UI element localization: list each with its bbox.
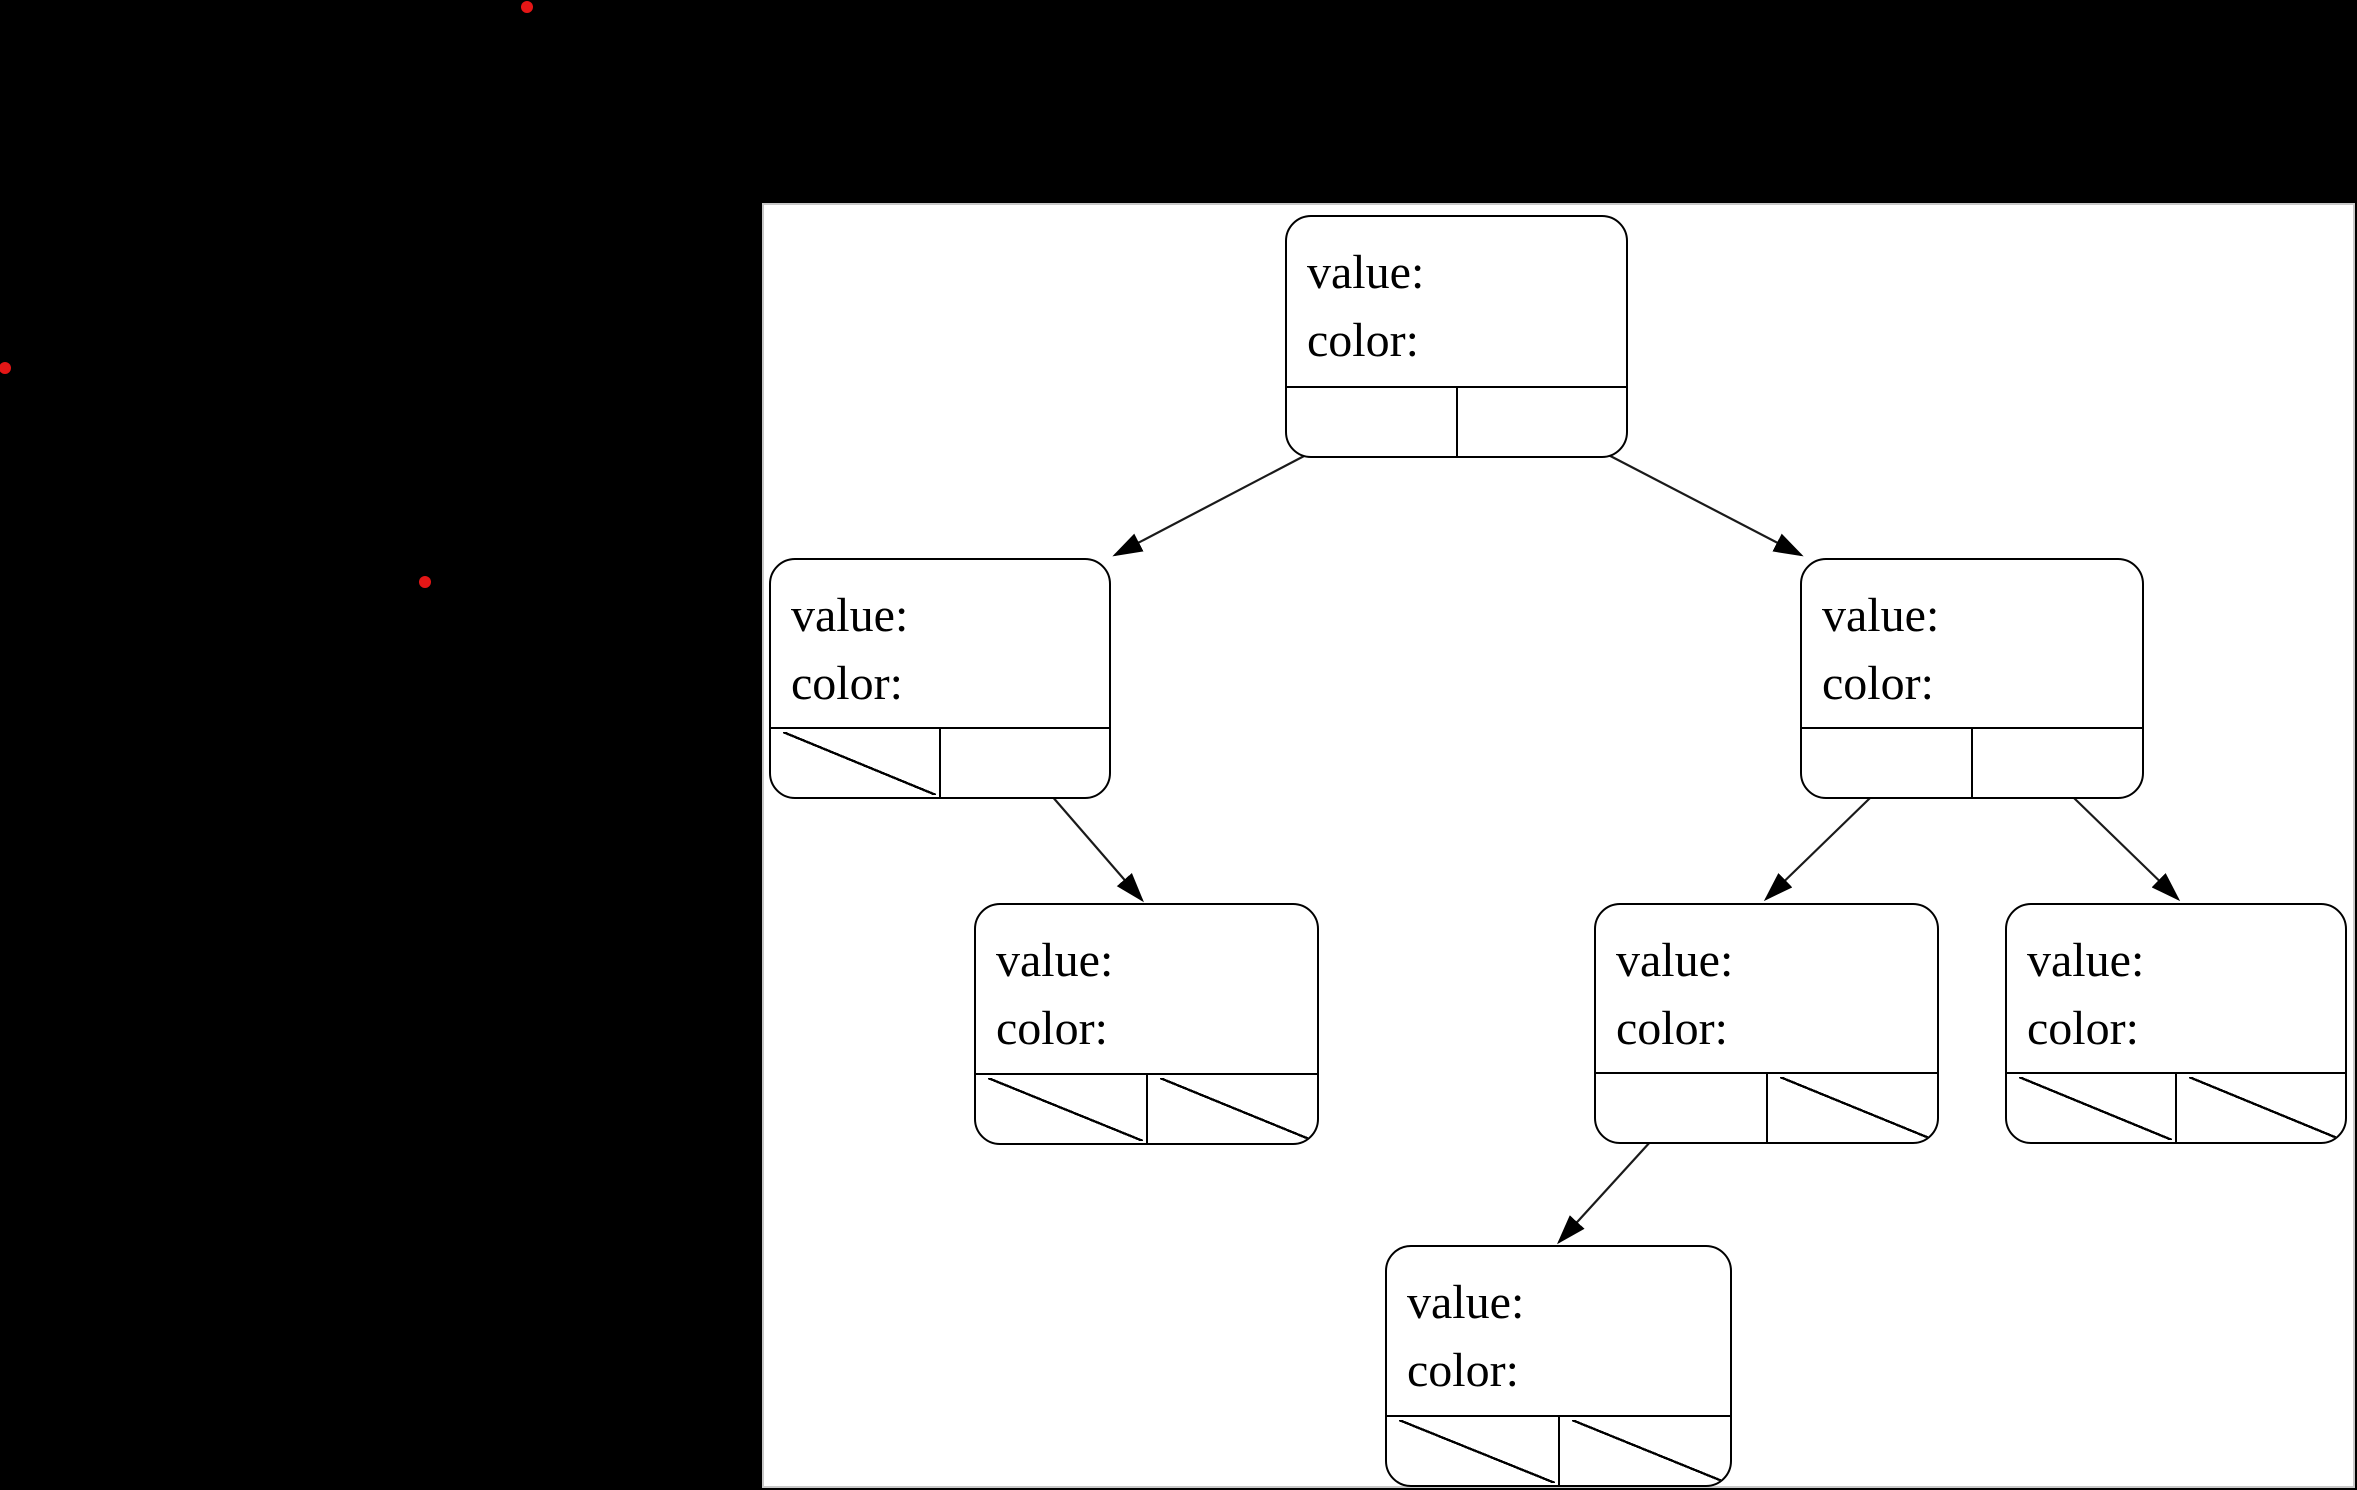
null-slash-icon [1779, 1077, 1934, 1140]
red-annotation-dot [419, 576, 431, 588]
node-fields: value: color: [1307, 239, 1618, 375]
left-pointer-cell [2007, 1074, 2177, 1142]
node-field-label: value: [996, 934, 1114, 987]
red-annotation-dot [521, 1, 533, 13]
left-pointer-cell [1387, 1417, 1560, 1485]
node-field-label: color: [1822, 657, 1934, 710]
null-slash-icon [1399, 1420, 1555, 1483]
node-fields: value: color: [1822, 582, 2134, 718]
node-field-label: color: [996, 1002, 1108, 1055]
diagram-canvas: value:color:value:color:value:color:valu… [762, 203, 2355, 1488]
node-field-label: color: [2027, 1002, 2139, 1055]
node-field-label: color: [1307, 314, 1419, 367]
null-slash-icon [2189, 1077, 2342, 1140]
node-field-label: color: [791, 657, 903, 710]
pointer-cells [1802, 727, 2142, 797]
pointer-cells [1596, 1072, 1937, 1142]
node-fields: value: color: [1407, 1269, 1722, 1405]
node-field-label: value: [1407, 1276, 1525, 1329]
null-slash-icon [988, 1078, 1143, 1141]
pointer-cells [2007, 1072, 2345, 1142]
right-pointer-cell [1973, 729, 2142, 797]
tree-node-right: value: color: [1800, 558, 2144, 799]
null-slash-icon [1571, 1420, 1727, 1483]
node-field-label: value: [1616, 934, 1734, 987]
tree-node-right-right: value: color: [2005, 903, 2347, 1144]
tree-node-right-left-left: value: color: [1385, 1245, 1732, 1487]
right-pointer-cell [1560, 1417, 1731, 1485]
right-pointer-cell [1148, 1075, 1318, 1143]
null-slash-icon [1159, 1078, 1314, 1141]
node-field-label: value: [1822, 589, 1940, 642]
right-pointer-cell [2177, 1074, 2345, 1142]
node-field-label: value: [2027, 934, 2145, 987]
left-pointer-cell [1802, 729, 1973, 797]
node-fields: value: color: [996, 927, 1309, 1063]
tree-node-left-right: value: color: [974, 903, 1319, 1145]
node-fields: value: color: [1616, 927, 1929, 1063]
null-slash-icon [783, 732, 936, 795]
tree-node-right-left: value: color: [1594, 903, 1939, 1144]
left-pointer-cell [771, 729, 941, 797]
null-slash-icon [2019, 1077, 2172, 1140]
left-pointer-cell [1596, 1074, 1768, 1142]
left-pointer-cell [976, 1075, 1148, 1143]
node-field-label: value: [791, 589, 909, 642]
right-pointer-cell [941, 729, 1109, 797]
tree-node-left: value: color: [769, 558, 1111, 799]
node-field-label: color: [1616, 1002, 1728, 1055]
tree-node-root: value: color: [1285, 215, 1628, 458]
node-fields: value: color: [791, 582, 1101, 718]
node-field-label: color: [1407, 1344, 1519, 1397]
red-annotation-dot [0, 362, 11, 374]
pointer-cells [976, 1073, 1317, 1143]
pointer-cells [1387, 1415, 1730, 1485]
pointer-cells [1287, 386, 1626, 456]
right-pointer-cell [1458, 388, 1627, 456]
node-fields: value: color: [2027, 927, 2337, 1063]
right-pointer-cell [1768, 1074, 1938, 1142]
pointer-cells [771, 727, 1109, 797]
node-field-label: value: [1307, 246, 1425, 299]
left-pointer-cell [1287, 388, 1458, 456]
